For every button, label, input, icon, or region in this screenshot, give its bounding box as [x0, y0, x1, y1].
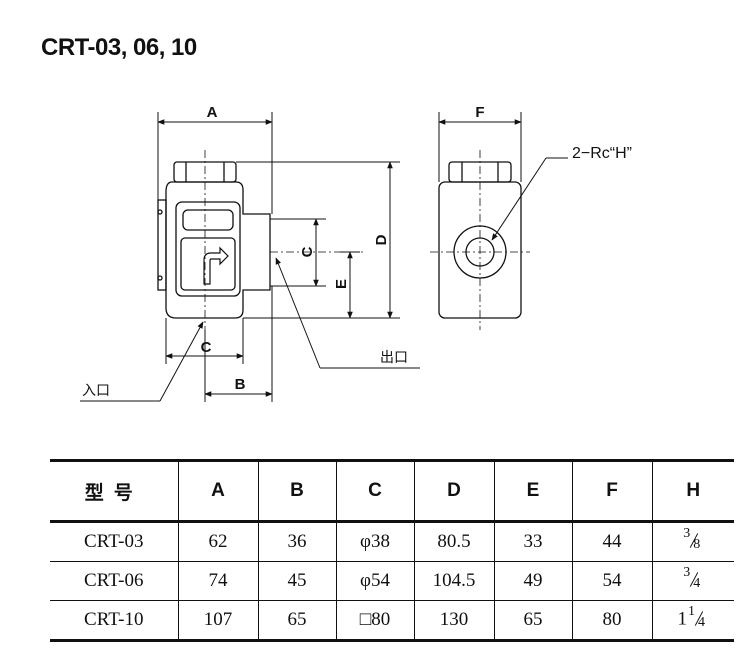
dim-A — [157, 112, 273, 214]
col-header-model: 型号 — [50, 460, 179, 523]
indicator-window — [182, 209, 234, 231]
dim-E — [340, 251, 360, 319]
inlet-label: 入口 — [82, 382, 110, 398]
col-header-D: D — [413, 460, 495, 523]
thread-label: 2−Rc“H” — [572, 145, 632, 162]
col-header-H: H — [651, 460, 734, 523]
table-header-row: 型号 A B C D E F H — [50, 460, 734, 523]
front-view — [157, 150, 365, 330]
cell-E: 49 — [493, 561, 573, 601]
dim-B-label: B — [235, 376, 246, 393]
col-header-B: B — [257, 460, 337, 523]
fraction-numerator: 3 — [683, 565, 691, 580]
cell-H-whole: 1 — [677, 608, 688, 630]
cell-D: 130 — [413, 600, 495, 641]
col-header-C: C — [335, 460, 415, 523]
cell-E: 33 — [493, 521, 573, 562]
cell-C: □80 — [335, 600, 415, 641]
outlet-leader — [275, 257, 420, 369]
cell-E: 65 — [493, 600, 573, 641]
cell-F: 54 — [571, 561, 653, 601]
page-title: CRT-03, 06, 10 — [41, 34, 197, 61]
side-boss — [157, 199, 167, 291]
spec-table: 型号 A B C D E F H CRT-03 62 36 φ38 80.5 3… — [50, 459, 734, 642]
col-header-A: A — [177, 460, 259, 523]
cell-F: 44 — [571, 521, 653, 562]
outlet-label: 出口 — [380, 349, 408, 365]
cell-A: 62 — [177, 521, 259, 562]
cell-B: 45 — [257, 561, 337, 601]
dim-A-label: A — [207, 104, 218, 121]
cell-B: 65 — [257, 600, 337, 641]
cell-C: φ38 — [335, 521, 415, 562]
cell-D: 104.5 — [413, 561, 495, 601]
col-header-E: E — [493, 460, 573, 523]
cell-F: 80 — [571, 600, 653, 641]
dim-D-label: D — [373, 234, 390, 245]
cell-A: 74 — [177, 561, 259, 601]
arrow-window — [180, 237, 236, 291]
cell-model: CRT-10 — [50, 600, 179, 641]
fraction-numerator: 1 — [688, 604, 695, 619]
valve-body — [165, 181, 271, 319]
cell-D: 80.5 — [413, 521, 495, 562]
side-view — [430, 150, 530, 330]
dim-D — [236, 161, 400, 319]
fraction-denominator: 4 — [698, 615, 705, 630]
dim-B — [204, 286, 273, 402]
valve-drawing: A D C E C B 出口 入口 — [80, 104, 632, 402]
thread-leader — [491, 157, 568, 241]
fraction-denominator: 8 — [693, 537, 701, 552]
cell-C: φ54 — [335, 561, 415, 601]
cell-model: CRT-03 — [50, 521, 179, 562]
dim-E-label: E — [333, 279, 350, 289]
fraction-numerator: 3 — [683, 526, 691, 541]
col-header-F: F — [571, 460, 653, 523]
dim-F-label: F — [475, 104, 484, 121]
inlet-leader — [80, 321, 204, 402]
dim-C-label: C — [299, 246, 316, 257]
indicator-frame — [175, 201, 241, 297]
dim-C-bottom-label: C — [201, 339, 212, 356]
dim-C — [270, 218, 326, 287]
cell-A: 107 — [177, 600, 259, 641]
fraction-denominator: 4 — [693, 576, 701, 591]
dim-F — [438, 112, 522, 182]
cell-model: CRT-06 — [50, 561, 179, 601]
cell-B: 36 — [257, 521, 337, 562]
flow-arrow-icon — [203, 246, 229, 285]
